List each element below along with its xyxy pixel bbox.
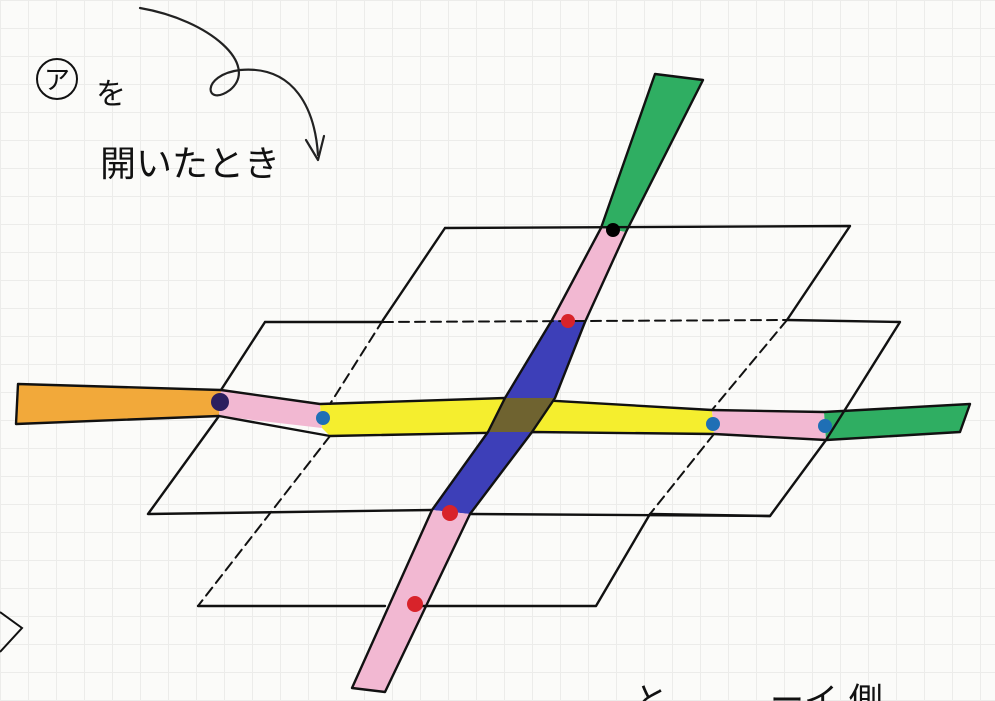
arrow-head-icon [306,136,324,160]
bottom-handwriting: と ーイ 側 [634,681,883,701]
diagonal-strip-blue-lower-segment [432,432,532,514]
diagonal-strip-green-segment [601,74,703,232]
edge-mark [0,612,22,652]
circled-label: ア [44,66,70,96]
curved-arrow [140,8,318,155]
red-dot-middle [442,505,458,521]
horizontal-strip-pink-left-segment [219,390,322,428]
blue-dot-far-right [818,419,832,433]
lower-parallelogram-bottom-face [198,514,770,606]
navy-dot [211,393,229,411]
red-dot-lower [407,596,423,612]
blue-dot-left [316,411,330,425]
blue-dot-right [706,417,720,431]
caption-line2: 開いたとき [100,144,280,185]
black-dot [606,223,620,237]
diagonal-strip-pink-upper-segment [552,228,626,322]
red-dot-upper [561,314,575,328]
caption-particle: を [96,77,126,112]
